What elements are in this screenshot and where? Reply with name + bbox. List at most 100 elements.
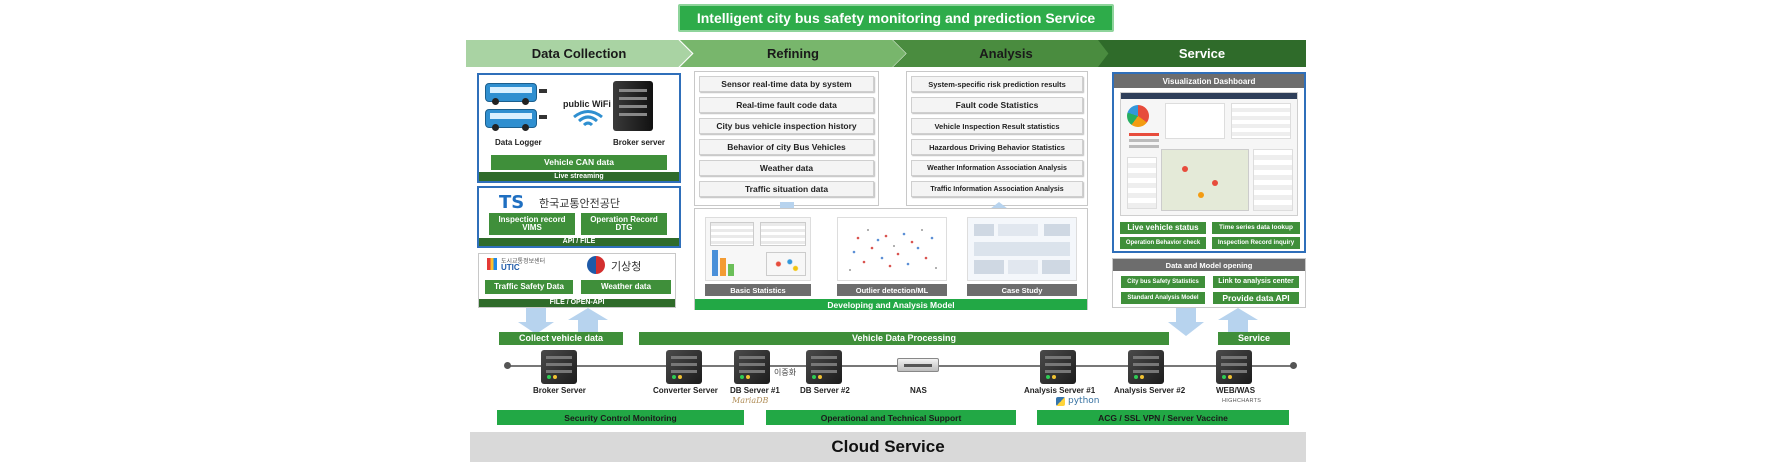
api-file-label: API / FILE <box>479 238 679 246</box>
map-icon <box>1161 149 1249 211</box>
server-label: Analysis Server #2 <box>1114 386 1186 395</box>
python-icon <box>1056 397 1065 406</box>
operational-support-bar: Operational and Technical Support <box>766 410 1016 425</box>
server-label: DB Server #1 <box>730 386 780 395</box>
refining-item: Real-time fault code data <box>699 97 874 113</box>
python-logo: python <box>1068 396 1100 406</box>
case-study-label: Case Study <box>967 284 1077 296</box>
provide-data-api-button[interactable]: Provide data API <box>1213 292 1299 304</box>
opening-title: Data and Model opening <box>1113 259 1305 271</box>
web-was-server-icon <box>1216 350 1252 384</box>
operation-behavior-check-button[interactable]: Operation Behavior check <box>1120 237 1206 249</box>
developing-model-footer: Developing and Analysis Model <box>695 299 1087 310</box>
analysis-server-1-icon <box>1040 350 1076 384</box>
analysis-item: Vehicle Inspection Result statistics <box>911 118 1083 134</box>
standard-analysis-model-button[interactable]: Standard Analysis Model <box>1121 292 1205 304</box>
donut-chart-icon <box>1127 105 1149 127</box>
ts-logo: TS <box>499 192 525 213</box>
analysis-item: System-specific risk prediction results <box>911 76 1083 92</box>
logger-device-icon <box>539 115 547 119</box>
public-data-box: 도시교통정보센터 UTIC 기상청 Traffic Safety Data We… <box>478 253 676 308</box>
collect-vehicle-data-bar: Collect vehicle data <box>499 332 623 345</box>
weather-data-source: Weather data <box>581 280 671 294</box>
wifi-icon <box>573 110 603 127</box>
basic-statistics-thumbnail <box>705 217 811 281</box>
link-analysis-center-button[interactable]: Link to analysis center <box>1213 276 1299 288</box>
traffic-safety-data: Traffic Safety Data <box>485 280 573 294</box>
db-server-2-icon <box>806 350 842 384</box>
kma-logo-icon <box>587 256 605 274</box>
server-label: NAS <box>910 386 927 395</box>
ts-org-name: 한국교통안전공단 <box>539 197 620 210</box>
analysis-item: Fault code Statistics <box>911 97 1083 113</box>
utic-logo-icon <box>487 258 497 270</box>
time-series-lookup-button[interactable]: Time series data lookup <box>1212 222 1300 234</box>
inspection-record-vims: Inspection record VIMS <box>489 213 575 235</box>
bus-icon <box>485 109 537 131</box>
nas-icon <box>897 358 939 372</box>
outlier-detection-thumbnail <box>837 217 947 281</box>
live-streaming-box: public WiFi Data Logger Broker server Ve… <box>477 73 681 183</box>
refining-item: Behavior of city Bus Vehicles <box>699 139 874 155</box>
refining-item: City bus vehicle inspection history <box>699 118 874 134</box>
service-arrows <box>1168 308 1258 336</box>
analysis-server-2-icon <box>1128 350 1164 384</box>
wifi-label: public WiFi <box>563 99 611 109</box>
security-control-bar: Security Control Monitoring <box>497 410 744 425</box>
analysis-item: Hazardous Driving Behavior Statistics <box>911 139 1083 155</box>
server-label: Analysis Server #1 <box>1024 386 1096 395</box>
stage-data-collection: Data Collection <box>466 40 692 67</box>
server-label: Broker Server <box>533 386 586 395</box>
service-bar: Service <box>1218 332 1290 345</box>
analysis-list-panel: System-specific risk prediction results … <box>906 71 1088 206</box>
server-label: WEB/WAS <box>1216 386 1256 395</box>
server-label: Converter Server <box>653 386 718 395</box>
visualization-dashboard-box: Visualization Dashboard Live vehicle sta… <box>1112 72 1306 253</box>
outlier-detection-label: Outlier detection/ML <box>837 284 947 296</box>
inspection-record-inquiry-button[interactable]: Inspection Record inquiry <box>1212 237 1300 249</box>
bus-icon <box>485 83 537 105</box>
data-logger-label: Data Logger <box>495 138 542 147</box>
analysis-item: Weather Information Association Analysis <box>911 160 1083 176</box>
live-streaming-label: Live streaming <box>479 172 679 181</box>
analysis-model-panel: Basic Statistics Outlier detection/ML Ca… <box>694 208 1088 310</box>
dashboard-screenshot <box>1120 92 1298 216</box>
logger-device-icon <box>539 89 547 93</box>
analysis-item: Traffic Information Association Analysis <box>911 181 1083 197</box>
stage-refining: Refining <box>680 40 906 67</box>
cloud-service-footer: Cloud Service <box>470 432 1306 462</box>
mariadb-logo: MariaDB <box>732 396 769 405</box>
utic-logo-subtext: 도시교통정보센터 <box>501 258 546 265</box>
refining-item: Sensor real-time data by system <box>699 76 874 92</box>
acg-vpn-vaccine-bar: ACG / SSL VPN / Server Vaccine <box>1037 410 1289 425</box>
db-server-1-icon <box>734 350 770 384</box>
converter-server-icon <box>666 350 702 384</box>
broker-server-icon <box>541 350 577 384</box>
broker-server-icon <box>613 81 653 131</box>
file-open-api-label: FILE / OPEN-API <box>479 299 675 307</box>
ts-api-box: TS 한국교통안전공단 Inspection record VIMS Opera… <box>477 186 681 248</box>
stage-analysis: Analysis <box>893 40 1119 67</box>
utic-logo-text: UTIC <box>501 263 520 272</box>
refining-item: Traffic situation data <box>699 181 874 197</box>
network-endpoint <box>1290 362 1297 369</box>
live-vehicle-status-button[interactable]: Live vehicle status <box>1120 222 1206 234</box>
refining-list-panel: Sensor real-time data by system Real-tim… <box>694 71 879 206</box>
vehicle-data-processing-bar: Vehicle Data Processing <box>639 332 1169 345</box>
dashboard-title: Visualization Dashboard <box>1114 74 1304 88</box>
stage-service: Service <box>1098 40 1306 67</box>
redundancy-label: 이중화 <box>774 368 797 377</box>
case-study-thumbnail <box>967 217 1077 281</box>
operation-record-dtg: Operation Record DTG <box>581 213 667 235</box>
safety-statistics-button[interactable]: City bus Safety Statistics <box>1121 276 1205 288</box>
kma-logo-text: 기상청 <box>611 260 642 273</box>
data-model-opening-box: Data and Model opening City bus Safety S… <box>1112 258 1306 308</box>
highcharts-logo: HIGHCHARTS <box>1222 398 1262 404</box>
vehicle-can-data: Vehicle CAN data <box>491 155 667 170</box>
refining-item: Weather data <box>699 160 874 176</box>
diagram-title: Intelligent city bus safety monitoring a… <box>678 4 1114 32</box>
network-endpoint <box>504 362 511 369</box>
collect-arrows <box>518 308 608 334</box>
basic-statistics-label: Basic Statistics <box>705 284 811 296</box>
broker-server-label: Broker server <box>613 138 666 147</box>
